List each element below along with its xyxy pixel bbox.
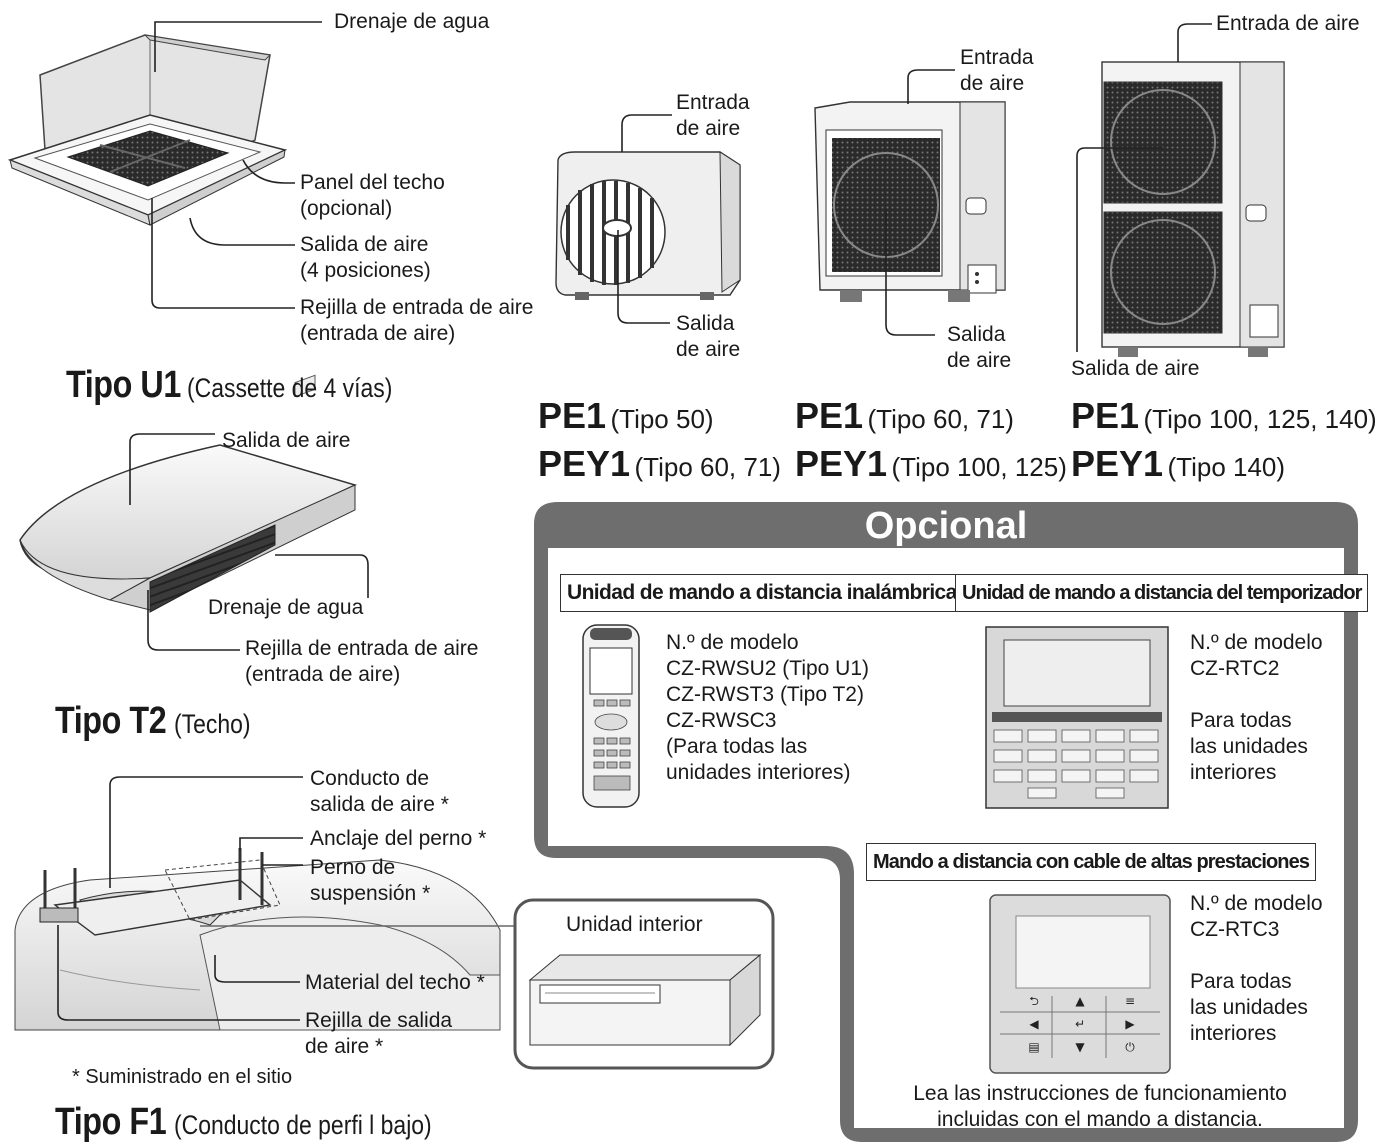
wired-remote-illustration: ⮌ ▲ ≡ ◀ ↵ ▶ ▤ ▼ ⏻ [989, 894, 1171, 1074]
outdoor-small-inlet-label: Entrada de aire [676, 91, 750, 140]
svg-text:⮌: ⮌ [1029, 994, 1039, 1008]
u1-ceiling-panel-label: Panel del techo (opcional) [300, 171, 445, 220]
svg-text:↵: ↵ [1075, 1017, 1085, 1031]
t2-air-outlet-label: Salida de aire [222, 429, 351, 452]
svg-text:⏻: ⏻ [1125, 1040, 1135, 1054]
svg-text:▲: ▲ [1075, 994, 1085, 1008]
f1-footnote: * Suministrado en el sitio [72, 1066, 293, 1088]
t2-drain-label: Drenaje de agua [208, 596, 364, 619]
u1-cassette-illustration [7, 34, 288, 226]
model-col1-pey-types: (Tipo 60, 71) [634, 452, 781, 482]
f1-title-main: Tipo F1 [55, 1101, 167, 1143]
u1-title: Tipo U1(Cassette de 4 vías) [66, 366, 429, 404]
svg-text:▶: ▶ [1125, 1017, 1135, 1031]
model-col2-pey: PEY1 (Tipo 100, 125) [795, 446, 1067, 482]
model-col2-pey-name: PEY1 [795, 443, 888, 484]
outdoor-small-illustration [555, 151, 741, 300]
outdoor-large-outlet-label: Salida de aire [1071, 357, 1200, 380]
outdoor-medium-leaders [885, 69, 955, 336]
remote-instructions-note: Lea las instrucciones de funcionamiento … [913, 1082, 1287, 1131]
f1-indoor-unit-illustration [528, 953, 762, 1047]
outdoor-small-leaders [617, 114, 672, 324]
svg-text:▼: ▼ [1075, 1040, 1085, 1054]
outdoor-small-outlet-label: Salida de aire [676, 312, 741, 361]
outdoor-large-leaders [1076, 23, 1212, 352]
svg-text:≡: ≡ [1125, 994, 1135, 1008]
timer-remote-text: N.º de modelo CZ-RTC2 Para todas las uni… [1190, 631, 1323, 784]
t2-leader-lines [129, 433, 369, 651]
model-col1-pe: PE1 (Tipo 50) [538, 398, 714, 434]
model-col1-pey: PEY1 (Tipo 60, 71) [538, 446, 781, 482]
model-col1-pe-name: PE1 [538, 395, 607, 436]
f1-outlet-duct-label: Conducto de salida de aire * [310, 767, 449, 816]
f1-suspension-bolt-label: Perno de suspensión * [310, 856, 431, 905]
outdoor-large-illustration [1101, 61, 1285, 357]
model-col3-pe-types: (Tipo 100, 125, 140) [1143, 404, 1377, 434]
f1-ceiling-material-label: Material del techo * [305, 971, 485, 994]
f1-leader-lines [57, 776, 303, 1021]
u1-drain-label: Drenaje de agua [334, 10, 490, 33]
t2-subtitle: (Techo) [173, 709, 251, 739]
outdoor-large-inlet-label: Entrada de aire [1216, 12, 1360, 35]
optional-title: Opcional [864, 505, 1028, 547]
outdoor-medium-illustration [814, 101, 1006, 302]
timer-remote-label: Unidad de mando a distancia del temporiz… [955, 574, 1369, 612]
model-col3-pey-types: (Tipo 140) [1167, 452, 1286, 482]
u1-leader-lines [151, 21, 322, 309]
t2-title: Tipo T2(Techo) [55, 702, 264, 740]
model-col1-pey-name: PEY1 [538, 443, 631, 484]
f1-title: Tipo F1(Conducto de perfi l bajo) [55, 1103, 477, 1141]
f1-bolt-anchor-label: Anclaje del perno * [310, 827, 487, 850]
model-col3-pey: PEY1 (Tipo 140) [1071, 446, 1285, 482]
t2-intake-grille-label: Rejilla de entrada de aire (entrada de a… [245, 637, 479, 686]
f1-subtitle: (Conducto de perfi l bajo) [173, 1110, 432, 1140]
model-col3-pe-name: PE1 [1071, 395, 1140, 436]
outdoor-medium-outlet-label: Salida de aire [947, 323, 1012, 372]
u1-title-main: Tipo U1 [66, 364, 181, 406]
timer-remote-illustration [985, 626, 1169, 809]
model-col2-pey-types: (Tipo 100, 125) [891, 452, 1067, 482]
t2-ceiling-illustration [19, 374, 358, 613]
f1-outlet-grille-label: Rejilla de salida de aire * [305, 1009, 453, 1058]
model-col3-pe: PE1 (Tipo 100, 125, 140) [1071, 398, 1377, 434]
u1-intake-grille-label: Rejilla de entrada de aire (entrada de a… [300, 296, 534, 345]
f1-indoor-unit-label: Unidad interior [566, 913, 703, 936]
u1-air-outlet-label: Salida de aire (4 posiciones) [300, 233, 431, 282]
model-col1-pe-types: (Tipo 50) [610, 404, 714, 434]
model-col3-pey-name: PEY1 [1071, 443, 1164, 484]
outdoor-medium-inlet-label: Entrada de aire [960, 46, 1034, 95]
svg-text:◀: ◀ [1029, 1017, 1039, 1031]
wireless-remote-illustration [582, 624, 640, 808]
wired-remote-text: N.º de modelo CZ-RTC3 Para todas las uni… [1190, 892, 1323, 1045]
wired-remote-label: Mando a distancia con cable de altas pre… [866, 843, 1317, 881]
u1-subtitle: (Cassette de 4 vías) [187, 373, 393, 403]
model-col2-pe: PE1 (Tipo 60, 71) [795, 398, 1014, 434]
f1-duct-illustration [14, 848, 520, 1031]
wireless-remote-text: N.º de modelo CZ-RWSU2 (Tipo U1) CZ-RWST… [666, 631, 870, 784]
svg-text:▤: ▤ [1028, 1040, 1039, 1054]
model-col2-pe-types: (Tipo 60, 71) [867, 404, 1014, 434]
model-col2-pe-name: PE1 [795, 395, 864, 436]
t2-title-main: Tipo T2 [55, 700, 167, 742]
wireless-remote-label: Unidad de mando a distancia inalámbrica [560, 574, 964, 612]
